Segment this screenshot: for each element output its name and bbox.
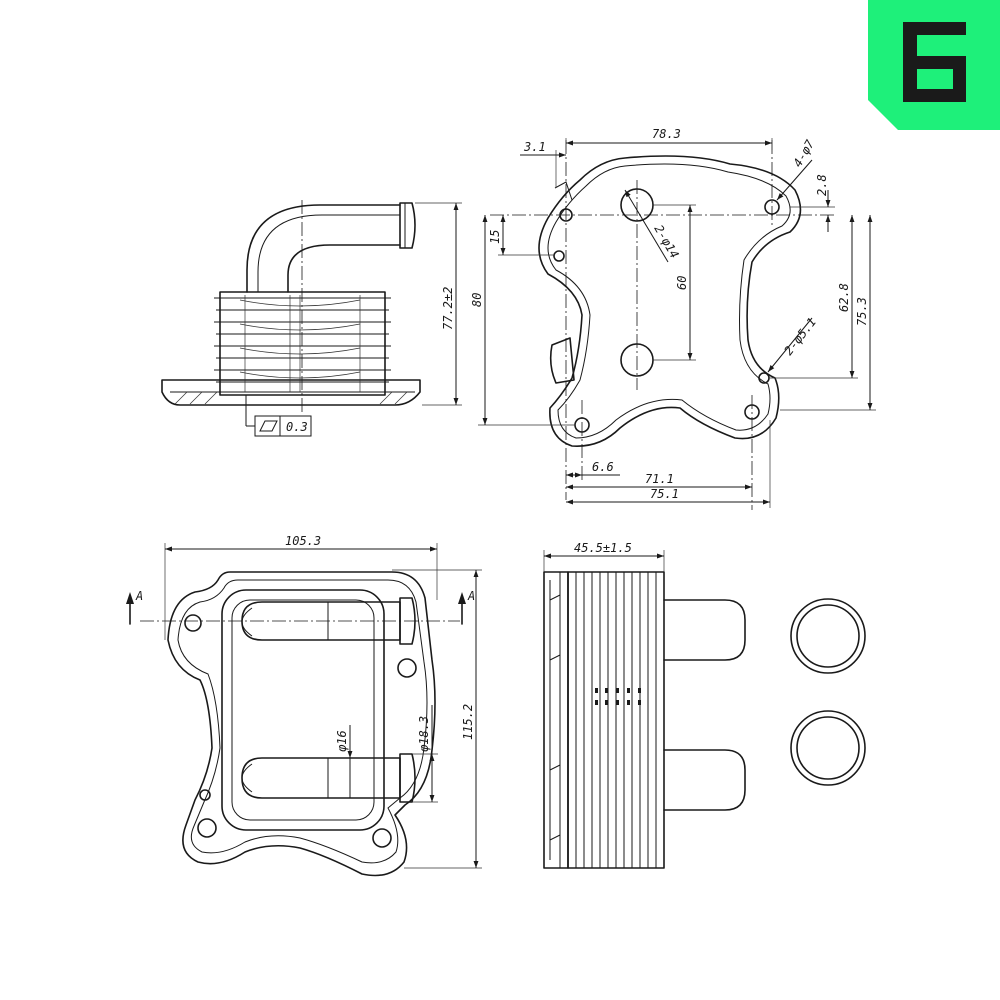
dim-height-to-pin-label: 75.3	[855, 297, 869, 326]
brand-logo	[868, 0, 1000, 130]
front-mount-hole-left	[184, 614, 202, 632]
dim-side-height-label: 77.2±2	[441, 287, 455, 330]
brand-logo-letter-mark	[903, 22, 966, 102]
dim-tube-diameter-label: φ16	[335, 730, 349, 752]
dim-pin-spacing-label: 62.8	[837, 283, 851, 312]
flatness-tolerance-callout: 0.3	[245, 395, 312, 437]
dim-hole-span-label: 71.1	[645, 472, 674, 486]
seal-rings	[790, 598, 866, 786]
front-upper-pipe	[241, 597, 416, 645]
dim-side-height: 77.2±2	[415, 202, 462, 406]
stack-dimples	[595, 688, 641, 705]
front-mount-hole-bottom-left	[197, 818, 217, 838]
o-ring-upper	[790, 598, 866, 674]
section-marker-label-left: A	[135, 589, 143, 603]
dim-stack-height-label: 45.5±1.5	[574, 541, 632, 555]
section-marker-label-right: A	[467, 589, 475, 603]
front-view: A A 105.3 φ16 φ18.3 115.2	[126, 534, 482, 877]
dim-pin-holes-label: 2-φ5.1	[781, 315, 819, 358]
stack-plate-lines	[575, 572, 657, 868]
side-plate-stack	[214, 291, 391, 396]
dim-base-width-label: 75.1	[650, 487, 679, 501]
section-marker-right: A	[458, 589, 475, 625]
dim-body-width-label: 105.3	[285, 534, 321, 548]
dim-vertical-offset-label: 2.8	[815, 174, 829, 196]
dim-mount-holes-label: 4-φ7	[790, 137, 817, 170]
side-elevation-view: 0.3 77.2±2	[161, 200, 462, 437]
dim-top-offset-label: 15	[488, 230, 502, 244]
o-ring-lower	[790, 710, 866, 786]
dim-bottom-offset-label: 6.6	[592, 460, 614, 474]
section-marker-left: A	[126, 589, 143, 625]
front-mount-hole-bottom-right	[372, 828, 392, 848]
pin-hole-right	[758, 372, 770, 384]
front-pin-hole	[199, 789, 211, 801]
dim-pipe-diameter-label: φ18.3	[417, 716, 431, 752]
front-lower-pipe	[241, 753, 416, 803]
flange-plan-view: 78.3 3.1 4-φ7 2.8 2-φ14 15 80 60 62.8	[470, 127, 876, 510]
dim-edge-offset-label: 3.1	[523, 140, 546, 154]
dim-overall-height-label: 80	[470, 293, 484, 307]
stack-profile-view: 45.5±1.5	[543, 541, 746, 869]
side-bent-pipe	[246, 202, 416, 293]
flatness-tolerance-value: 0.3	[286, 420, 308, 434]
dim-overall-width-label: 78.3	[652, 127, 681, 141]
pin-hole-left	[553, 250, 565, 262]
front-mount-hole-right	[397, 658, 417, 678]
dim-port-spacing-label: 60	[675, 276, 689, 290]
dim-body-height-label: 115.2	[461, 704, 475, 740]
